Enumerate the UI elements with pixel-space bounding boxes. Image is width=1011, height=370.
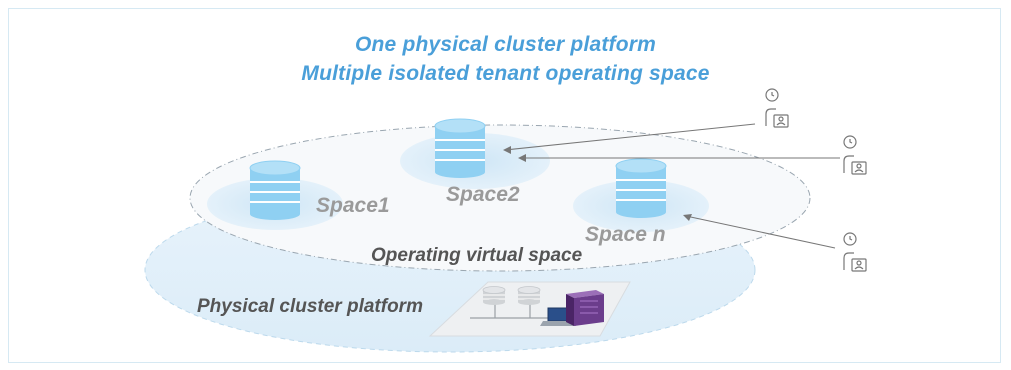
tenant-user-icon-1: [765, 88, 789, 128]
tenant-connectors: [503, 123, 840, 249]
tenant-user-icon-2: [843, 135, 867, 175]
small-disk-icon-1: [482, 286, 506, 305]
server-icon: [566, 290, 604, 326]
space2-label: Space2: [446, 183, 520, 206]
space1-database-icon: [249, 160, 301, 220]
virtual-space-label: Operating virtual space: [371, 245, 583, 266]
small-disk-icon-2: [517, 286, 541, 305]
space1-label: Space1: [316, 194, 390, 217]
tenant-user-icon-3: [843, 232, 867, 272]
title-line-2: Multiple isolated tenant operating space: [301, 62, 710, 85]
physical-hardware-illustration: [428, 281, 631, 337]
space2-database-icon: [434, 118, 486, 178]
spacen-database-icon: [615, 158, 667, 218]
spacen-label: Space n: [585, 223, 666, 246]
physical-platform-label: Physical cluster platform: [197, 296, 423, 317]
title-line-1: One physical cluster platform: [354, 33, 657, 56]
